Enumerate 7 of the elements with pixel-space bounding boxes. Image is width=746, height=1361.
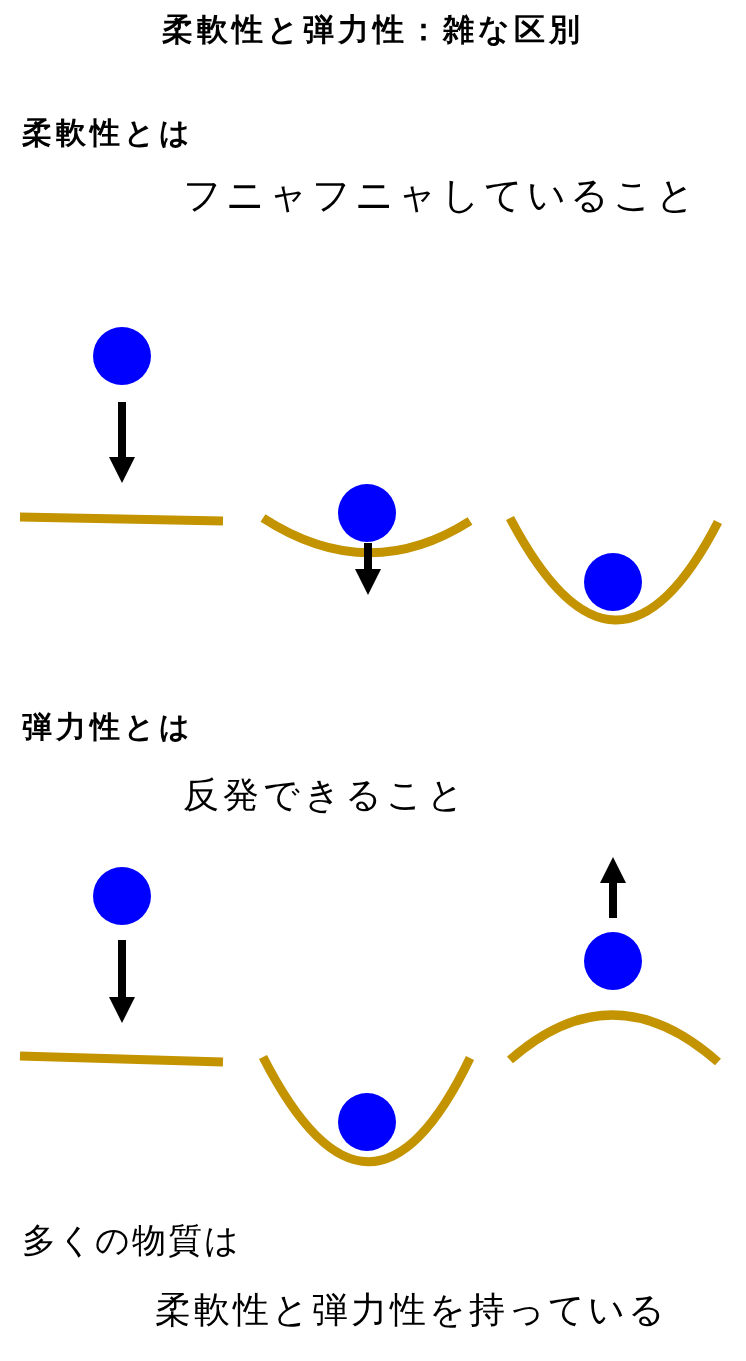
title: 柔軟性と弾力性：雑な区別 bbox=[161, 11, 585, 49]
note-text: 柔軟性と弾力性を持っている bbox=[155, 1288, 668, 1332]
section-heading: 弾力性とは bbox=[22, 709, 194, 745]
section-heading: 柔軟性とは bbox=[22, 115, 194, 151]
definition-text: 反発できること bbox=[183, 773, 468, 817]
note-text: 多くの物質は bbox=[22, 1219, 241, 1261]
definition-text: フニャフニャしていること bbox=[183, 173, 699, 219]
